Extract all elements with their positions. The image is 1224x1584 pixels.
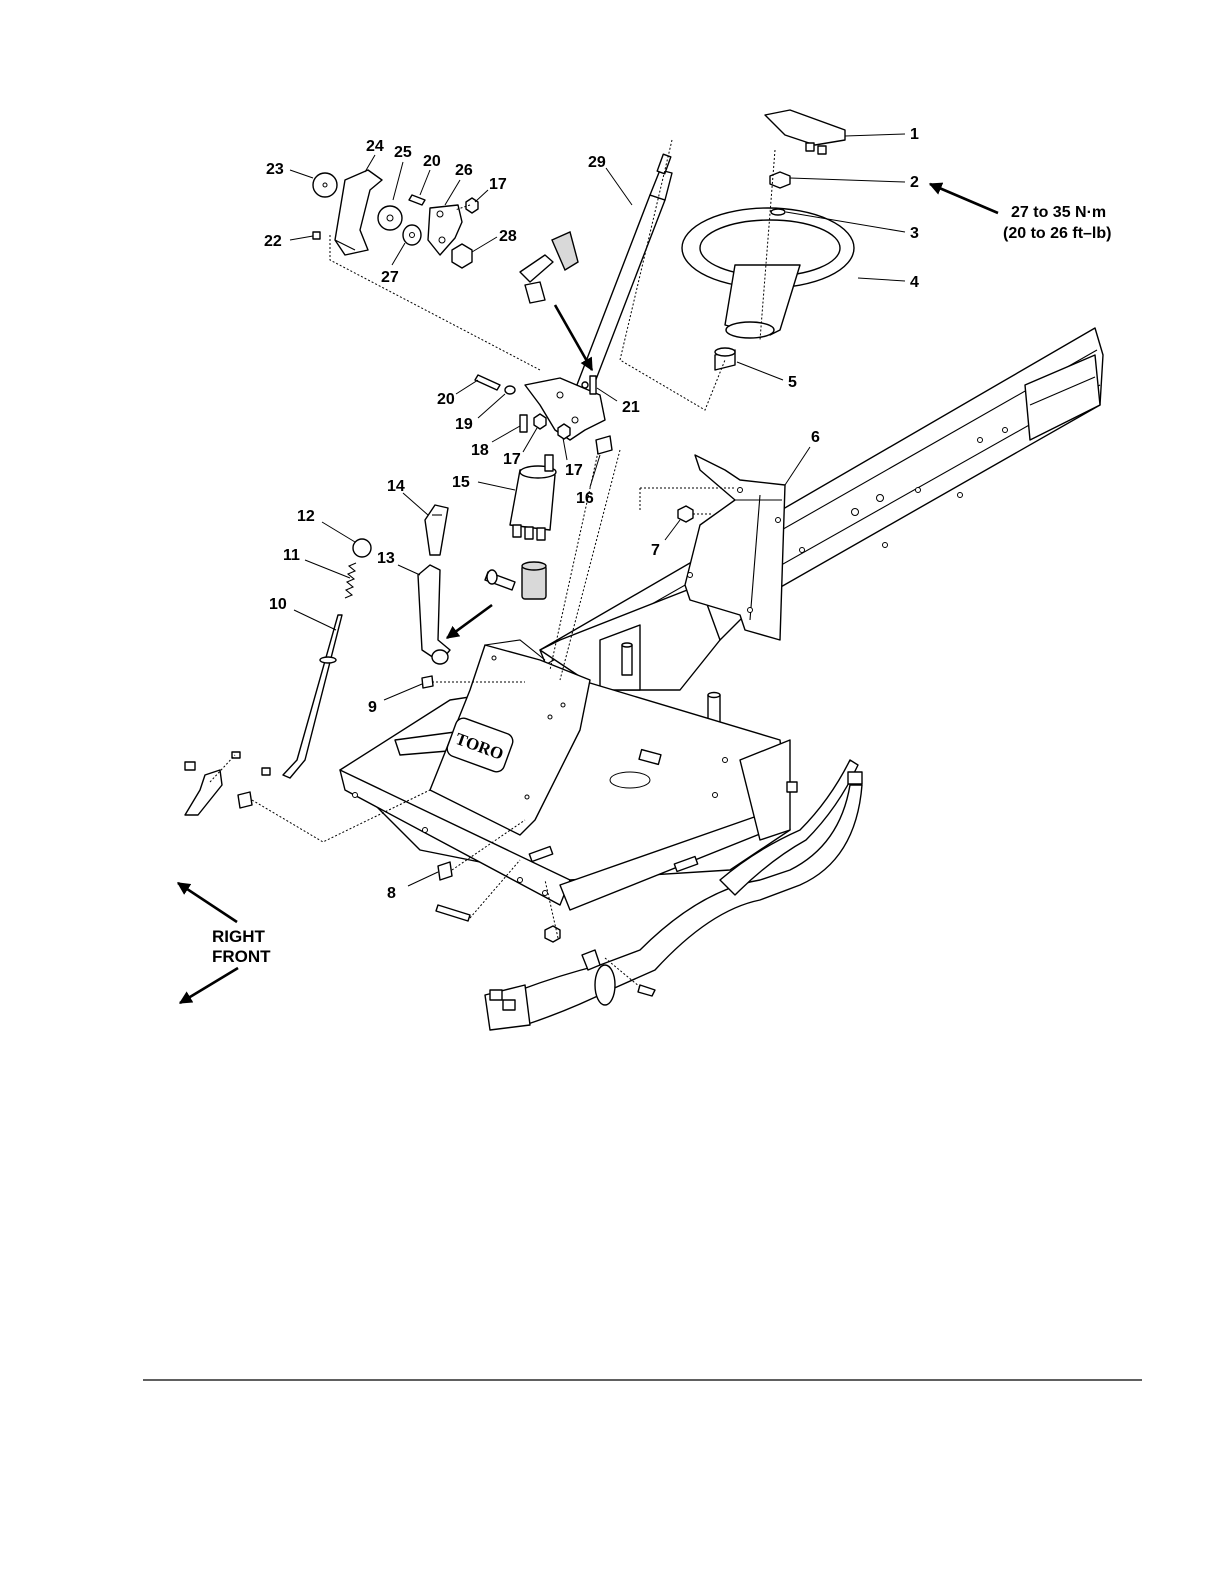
callout-19: 19: [455, 416, 473, 433]
callout-13: 13: [377, 550, 395, 567]
spring-11: [345, 563, 356, 598]
washer-19: [505, 386, 515, 394]
callout-8: 8: [387, 885, 396, 902]
tilt-knob-detail: [520, 232, 578, 303]
callout-26: 26: [455, 162, 473, 179]
callout-21: 21: [622, 399, 640, 416]
callout-17-c: 17: [489, 176, 507, 193]
callout-12: 12: [297, 508, 315, 525]
callout-28: 28: [499, 228, 517, 245]
disc-23: [313, 173, 337, 197]
direction-labels: RIGHT FRONT: [212, 927, 271, 966]
tilt-bolt: [485, 570, 515, 590]
washer-3: [771, 209, 785, 215]
callout-9: 9: [368, 699, 377, 716]
lever-13: [418, 565, 450, 664]
steering-column-29: [575, 154, 672, 395]
bolt-8: [438, 862, 452, 880]
torque-note: 27 to 35 N·m (20 to 26 ft–lb): [1003, 204, 1111, 242]
callout-27: 27: [381, 269, 399, 286]
bolt-20-mid: [475, 375, 500, 390]
callout-2: 2: [910, 174, 919, 191]
tilt-sleeve: [522, 562, 546, 599]
direction-right: RIGHT: [212, 927, 266, 946]
direction-front: FRONT: [212, 947, 271, 966]
callout-17-a: 17: [503, 451, 521, 468]
disc-27: [403, 225, 421, 245]
nut-bottom: [545, 926, 560, 942]
disc-25: [378, 206, 402, 230]
callout-18: 18: [471, 442, 489, 459]
steering-wheel-4: [682, 208, 854, 338]
callout-6: 6: [811, 429, 820, 446]
callout-11: 11: [283, 547, 300, 564]
pin-21: [590, 376, 596, 394]
callout-16: 16: [576, 490, 594, 507]
nut-17-mid-a: [534, 414, 546, 429]
callout-29: 29: [588, 154, 606, 171]
bolt-8b: [436, 905, 470, 921]
bolt-18: [520, 415, 527, 432]
callout-20-b: 20: [423, 153, 441, 170]
nut-28: [452, 244, 472, 268]
callout-1: 1: [910, 126, 919, 143]
callout-7: 7: [651, 542, 660, 559]
callout-25: 25: [394, 144, 412, 161]
bolt-20-top: [409, 195, 425, 205]
cable-pivot-arm: [185, 752, 270, 815]
grip-14: [425, 505, 448, 555]
spacer-16: [596, 436, 612, 454]
torque-imperial: (20 to 26 ft–lb): [1003, 225, 1111, 242]
callout-24: 24: [366, 138, 384, 155]
steering-cap-1: [765, 110, 845, 154]
callout-10: 10: [269, 596, 287, 613]
callout-23: 23: [266, 161, 284, 178]
pivot-plate-24: [335, 170, 382, 255]
nut-17-mid-b: [558, 424, 570, 439]
rod-10: [283, 615, 342, 778]
torque-metric: 27 to 35 N·m: [1011, 204, 1106, 221]
callout-17-b: 17: [565, 462, 583, 479]
callout-15: 15: [452, 474, 470, 491]
bushing-5: [715, 348, 735, 370]
screw-22: [313, 232, 320, 239]
callout-3: 3: [910, 225, 919, 242]
screw-9: [422, 676, 433, 688]
callout-20-a: 20: [437, 391, 455, 408]
knob-12: [353, 539, 371, 557]
callout-14: 14: [387, 478, 405, 495]
callout-5: 5: [788, 374, 797, 391]
callout-22: 22: [264, 233, 282, 250]
nut-7: [678, 506, 693, 522]
callout-4: 4: [910, 274, 919, 291]
